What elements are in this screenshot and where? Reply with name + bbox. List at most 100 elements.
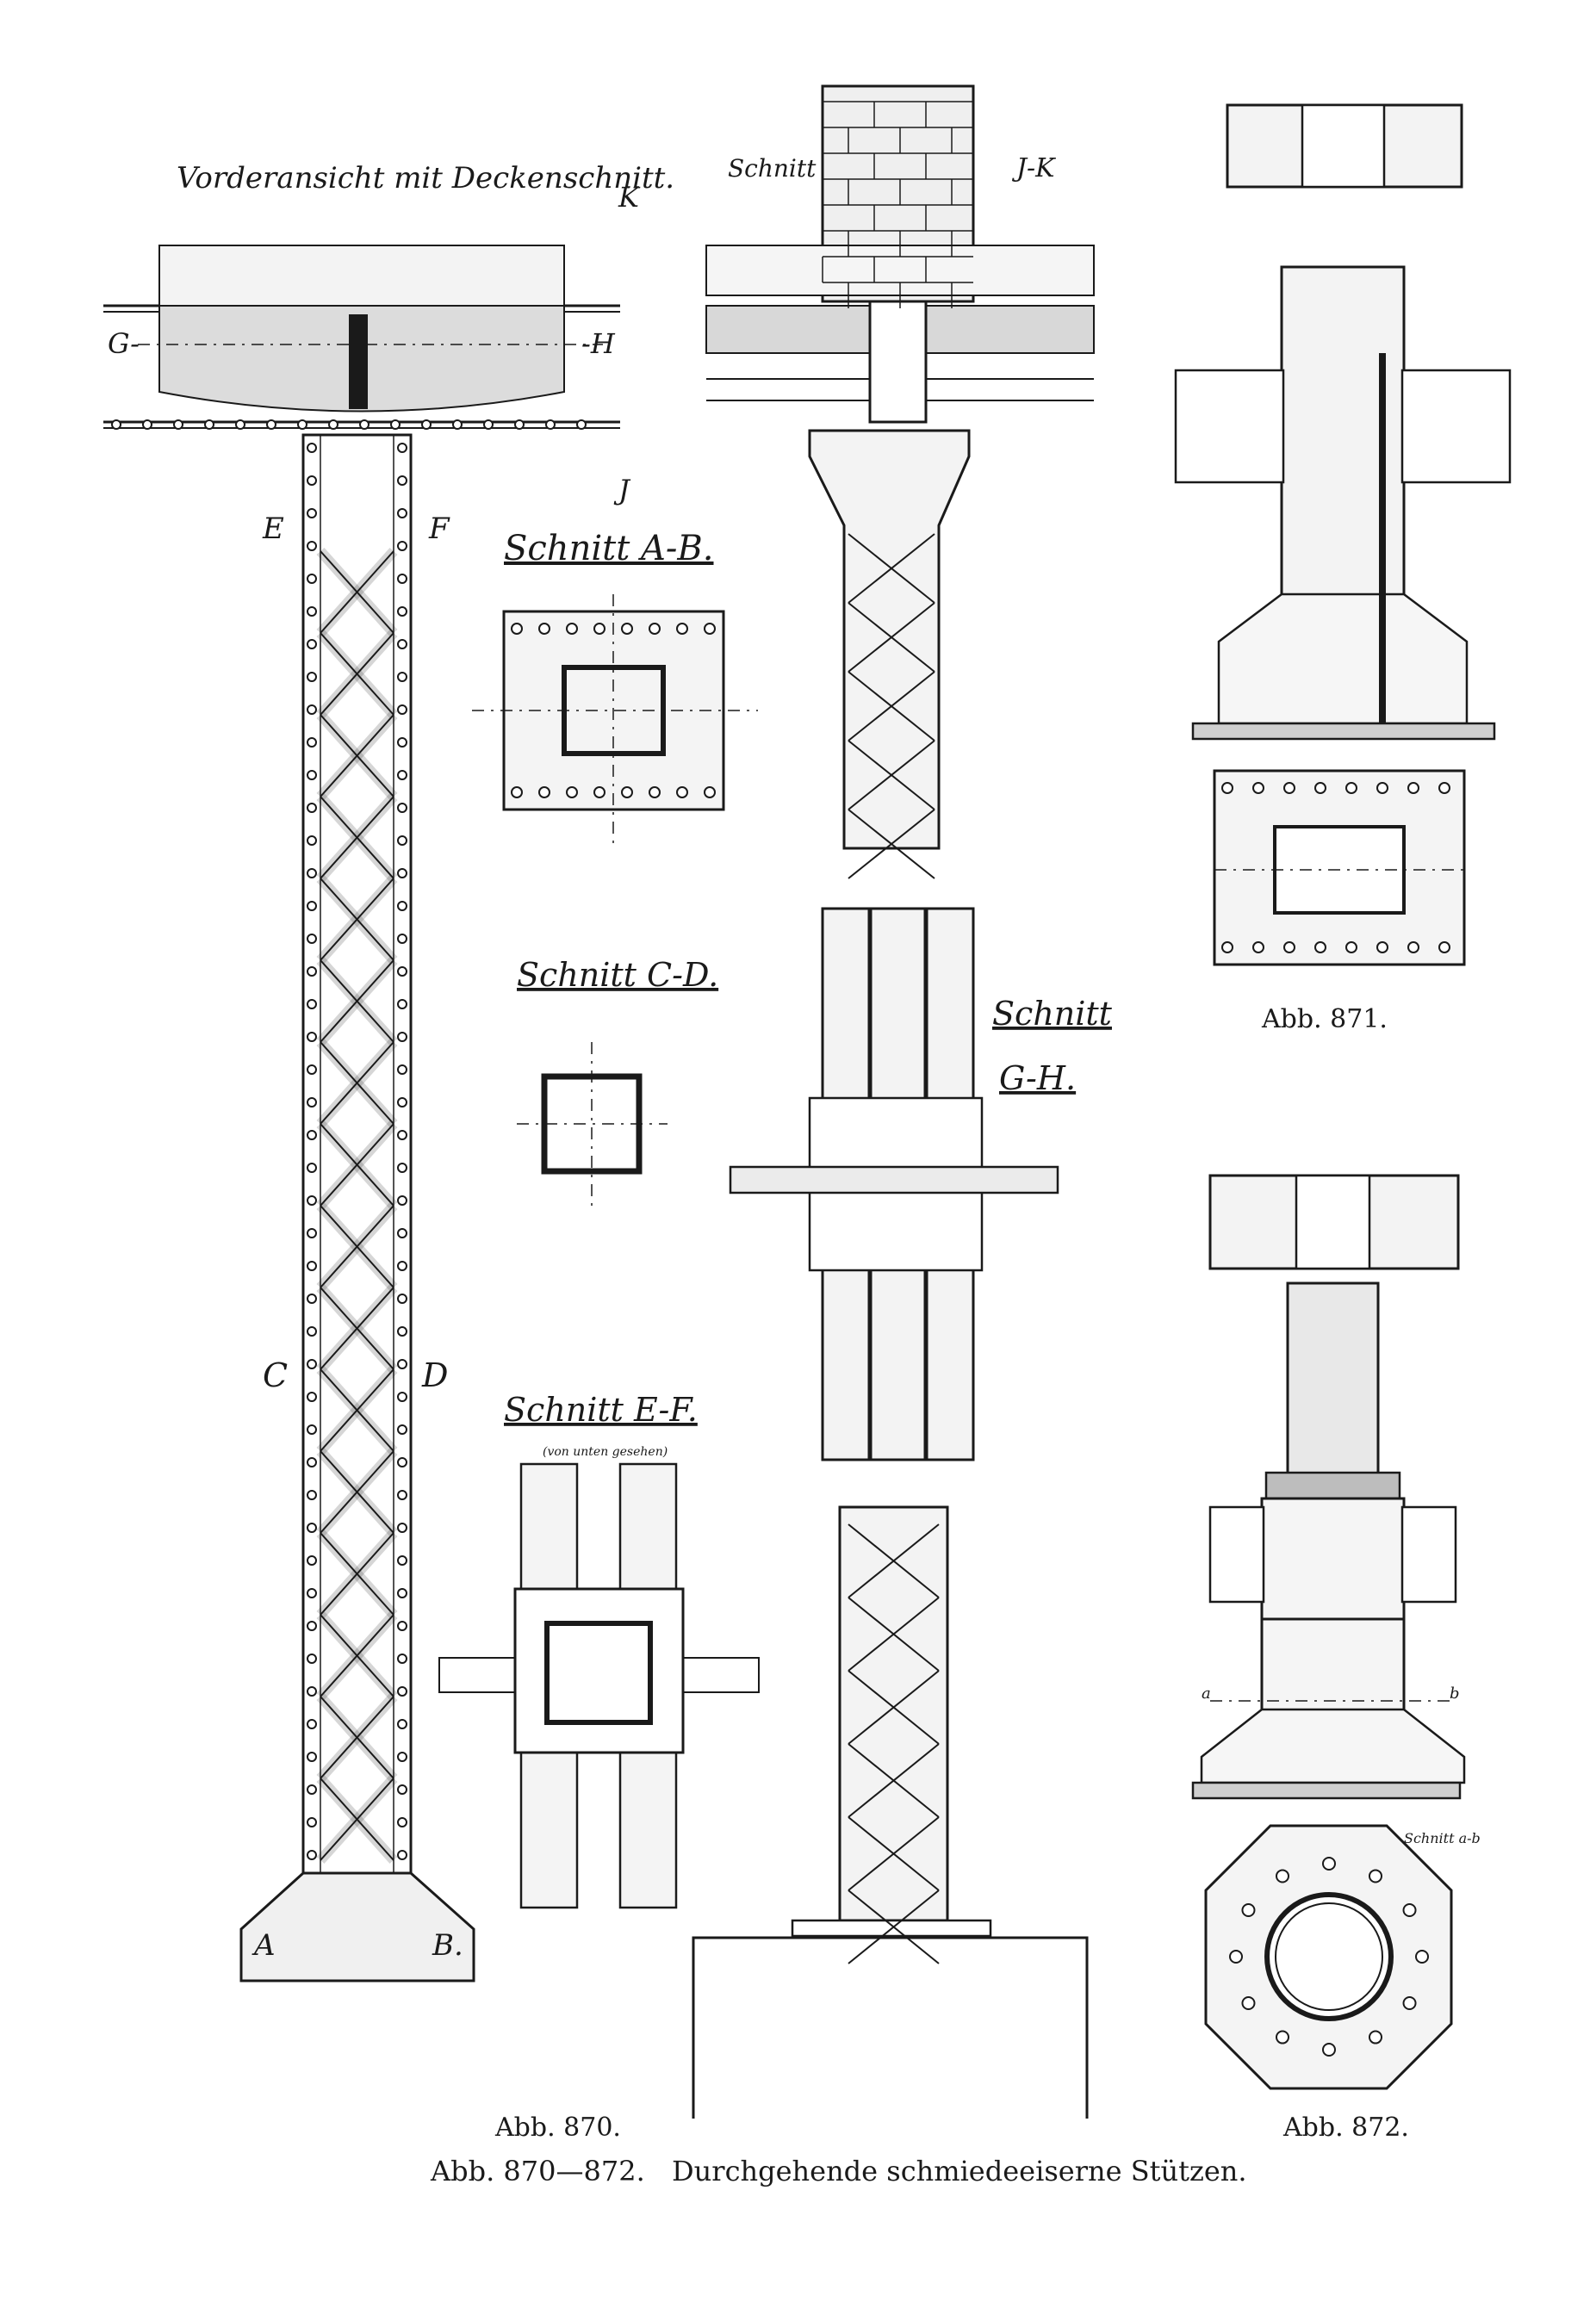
rivet: [307, 1163, 317, 1173]
rivet: [1241, 1996, 1256, 2010]
rivet: [1283, 941, 1295, 953]
lattice-bar-edge: [320, 1696, 394, 1779]
rivet: [397, 1097, 407, 1108]
rivet: [397, 1752, 407, 1762]
fig872-elevation: [1191, 1174, 1466, 1800]
rivet: [204, 419, 214, 430]
rivet: [511, 623, 523, 635]
fig871-plan: [1213, 769, 1466, 966]
rivet: [1314, 941, 1326, 953]
rivet: [1252, 941, 1264, 953]
rivet: [397, 1523, 407, 1533]
rivet: [397, 1163, 407, 1173]
rivet: [397, 1064, 407, 1075]
rivet: [307, 1130, 317, 1140]
rivet: [307, 1686, 317, 1697]
rivet: [1376, 941, 1388, 953]
rivet: [397, 541, 407, 551]
rivet: [307, 443, 317, 453]
rivet: [397, 1719, 407, 1729]
rivet: [566, 786, 578, 798]
rivet: [1407, 782, 1419, 794]
lattice-bar-edge: [320, 1778, 394, 1861]
section-cd-drawing: [517, 1042, 668, 1206]
rivet: [307, 1228, 317, 1238]
lattice-bar-edge: [320, 1041, 394, 1125]
rivet: [397, 1850, 407, 1860]
section-gh-title-line2: G-H.: [999, 1059, 1076, 1097]
section-cd-title: Schnitt C-D.: [517, 956, 718, 994]
lattice-bar-edge: [320, 1614, 394, 1697]
marker-c: C: [263, 1356, 288, 1394]
rivet: [397, 1654, 407, 1664]
rivet: [566, 623, 578, 635]
marker-f: F: [428, 512, 450, 546]
fig872-label: Abb. 872.: [1282, 2113, 1409, 2143]
rivet: [307, 999, 317, 1009]
rivet: [676, 786, 688, 798]
rivet: [235, 419, 245, 430]
rivet: [397, 1588, 407, 1598]
rivet: [397, 966, 407, 977]
rivet: [111, 419, 121, 430]
rivet: [307, 1850, 317, 1860]
lower-middle-column: [692, 1505, 1089, 2119]
rivet: [397, 1457, 407, 1467]
rivet: [1415, 1950, 1429, 1964]
rivet: [397, 672, 407, 682]
rivet: [307, 704, 317, 715]
section-ab-small-title: Schnitt a-b: [1404, 1830, 1481, 1846]
lattice-bar-edge: [320, 1532, 394, 1616]
rivet: [397, 1784, 407, 1795]
lattice-bar-edge: [320, 1450, 394, 1534]
rivet: [704, 623, 716, 635]
rivet: [538, 623, 550, 635]
lattice-bar-edge: [320, 632, 394, 716]
rivet: [307, 966, 317, 977]
caption-title: Durchgehende schmiedeeiserne Stützen.: [672, 2155, 1247, 2187]
rivet: [397, 1817, 407, 1827]
lattice-bar-edge: [320, 1205, 394, 1288]
lattice-bar-edge: [848, 1743, 940, 1818]
rivet: [514, 419, 525, 430]
rivet: [307, 1326, 317, 1337]
section-ab-title: Schnitt A-B.: [504, 529, 714, 568]
rivet: [397, 835, 407, 846]
lattice-bar-edge: [320, 796, 394, 879]
rivet: [307, 541, 317, 551]
rivet: [397, 1261, 407, 1271]
rivet: [1345, 782, 1357, 794]
marker-a-small: a: [1202, 1685, 1211, 1703]
rivet: [307, 1294, 317, 1304]
lattice-bar-edge: [848, 671, 935, 741]
rivet: [307, 1784, 317, 1795]
marker-e: E: [262, 512, 284, 546]
rivet: [704, 786, 716, 798]
marker-b-small: b: [1450, 1685, 1460, 1703]
rivet: [397, 803, 407, 813]
section-ef-title: Schnitt E-F.: [504, 1391, 698, 1429]
rivet: [173, 419, 183, 430]
rivet: [307, 1621, 317, 1631]
rivet: [545, 419, 556, 430]
fig870-column: [239, 433, 475, 1982]
rivet: [142, 419, 152, 430]
rivet: [397, 1555, 407, 1566]
lattice-bar-edge: [848, 1523, 940, 1598]
rivet: [307, 1523, 317, 1533]
rivet: [307, 1752, 317, 1762]
marker-d: D: [421, 1356, 448, 1394]
lattice-bar-edge: [848, 809, 935, 879]
rivet: [538, 786, 550, 798]
rivet: [1229, 1950, 1243, 1964]
rivet: [266, 419, 276, 430]
caption-ref: Abb. 870—872.: [430, 2155, 645, 2187]
rivet: [1438, 941, 1450, 953]
rivet: [397, 1195, 407, 1206]
rivet: [307, 639, 317, 649]
lattice-bar-edge: [320, 878, 394, 961]
lattice-bar-edge: [848, 1597, 940, 1672]
rivet: [397, 1326, 407, 1337]
